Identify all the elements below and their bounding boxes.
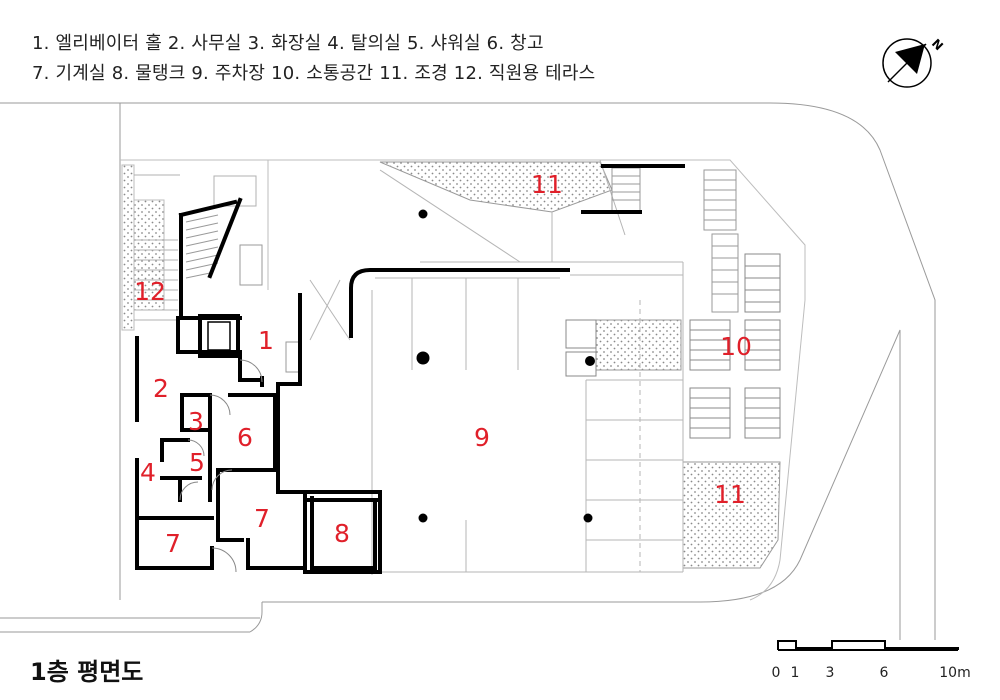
parking-stalls xyxy=(309,159,684,575)
room-numbers: 1 2 3 4 5 6 7 7 8 9 10 11 11 12 xyxy=(134,170,752,558)
site-boundary xyxy=(0,102,936,640)
landscape-zones xyxy=(121,161,781,569)
room-number-4: 4 xyxy=(140,458,156,487)
room-number-11a: 11 xyxy=(531,170,563,199)
door-swings xyxy=(179,359,263,573)
room-number-5: 5 xyxy=(189,448,205,477)
service-boxes xyxy=(565,319,597,377)
north-arrow: N xyxy=(882,36,946,88)
room-number-2: 2 xyxy=(153,374,169,403)
legend-line-1: 1. 엘리베이터 홀 2. 사무실 3. 화장실 4. 탈의실 5. 샤워실 6… xyxy=(32,33,544,54)
walls xyxy=(135,164,685,574)
room-number-12: 12 xyxy=(134,277,166,306)
legend-line-2: 7. 기계실 8. 물탱크 9. 주차장 10. 소통공간 11. 조경 12.… xyxy=(32,63,596,84)
room-number-9: 9 xyxy=(474,423,490,452)
scale-tick-3: 3 xyxy=(826,665,835,681)
room-number-6: 6 xyxy=(237,423,253,452)
scale-tick-10m: 10m xyxy=(939,665,970,681)
core-stairs xyxy=(185,214,301,373)
deck-modules xyxy=(689,253,781,439)
scale-bar: 0 1 3 6 10m xyxy=(772,640,971,681)
room-number-8: 8 xyxy=(334,519,350,548)
scale-tick-0: 0 xyxy=(772,665,781,681)
scale-tick-6: 6 xyxy=(880,665,889,681)
room-number-1: 1 xyxy=(258,326,274,355)
right-stairs xyxy=(611,167,739,313)
scale-tick-1: 1 xyxy=(791,665,800,681)
room-number-11b: 11 xyxy=(714,480,746,509)
room-number-7a: 7 xyxy=(254,504,270,533)
room-number-3: 3 xyxy=(188,407,204,436)
columns xyxy=(416,209,595,523)
room-number-7b: 7 xyxy=(165,529,181,558)
plan-title: 1층 평면도 xyxy=(30,658,144,686)
room-number-10: 10 xyxy=(720,332,752,361)
north-label: N xyxy=(929,36,946,53)
terrace-deck xyxy=(134,174,257,321)
